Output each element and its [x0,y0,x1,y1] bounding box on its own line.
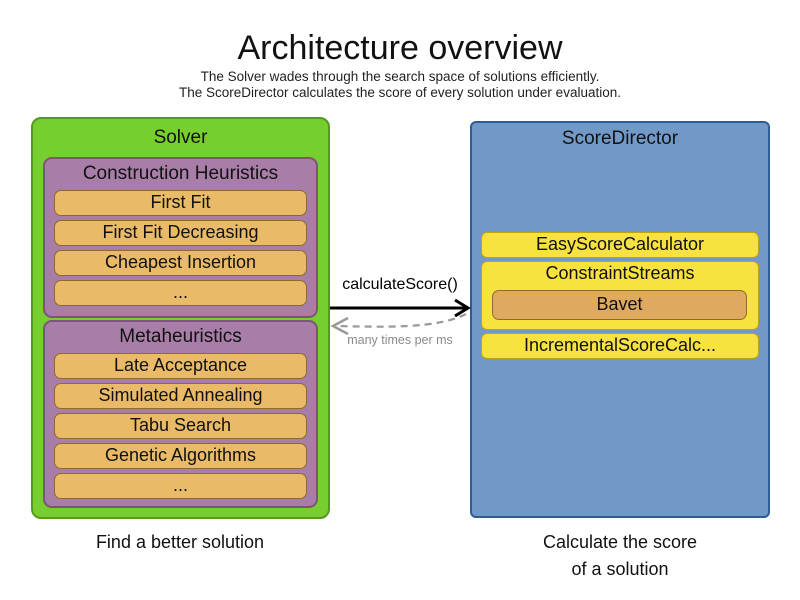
frequency-label: many times per ms [347,333,453,347]
score-director-box: ScoreDirector EasyScoreCalculator Constr… [470,121,770,518]
algorithm-row: First Fit Decreasing [54,220,307,246]
algorithm-row: Late Acceptance [54,353,307,379]
solver-box: Solver Construction Heuristics First Fit… [31,117,330,519]
constraint-streams-box: ConstraintStreams Bavet [481,261,759,330]
page-title: Architecture overview [237,29,563,67]
construction-heuristics-box: Construction Heuristics First Fit First … [43,157,318,318]
metaheuristics-title: Metaheuristics [119,326,242,347]
incremental-score-calculator-row: IncrementalScoreCalc... [481,333,759,359]
subtitle-line-1: The Solver wades through the search spac… [200,69,600,84]
many-times-return-arrow [330,313,467,336]
algorithm-row: ... [54,280,307,306]
algorithm-row: Simulated Annealing [54,383,307,409]
score-director-caption-line-2: of a solution [571,559,669,579]
solver-title: Solver [153,127,208,148]
constraint-streams-label: ConstraintStreams [545,263,695,283]
calculate-score-arrow [330,298,471,318]
algorithm-row: First Fit [54,190,307,216]
calculate-score-label: calculateScore() [342,276,458,293]
construction-heuristics-title: Construction Heuristics [82,163,279,184]
algorithm-row: Genetic Algorithms [54,443,307,469]
easy-score-calculator-row: EasyScoreCalculator [481,232,759,258]
algorithm-row: Tabu Search [54,413,307,439]
metaheuristics-box: Metaheuristics Late Acceptance Simulated… [43,320,318,508]
interaction-arrows [330,298,471,336]
bavet-row: Bavet [492,290,747,320]
subtitle-line-2: The ScoreDirector calculates the score o… [179,85,621,100]
solver-caption: Find a better solution [95,532,265,552]
algorithm-row: ... [54,473,307,499]
score-director-title: ScoreDirector [561,128,679,149]
algorithm-row: Cheapest Insertion [54,250,307,276]
score-director-caption-line-1: Calculate the score [542,532,698,552]
